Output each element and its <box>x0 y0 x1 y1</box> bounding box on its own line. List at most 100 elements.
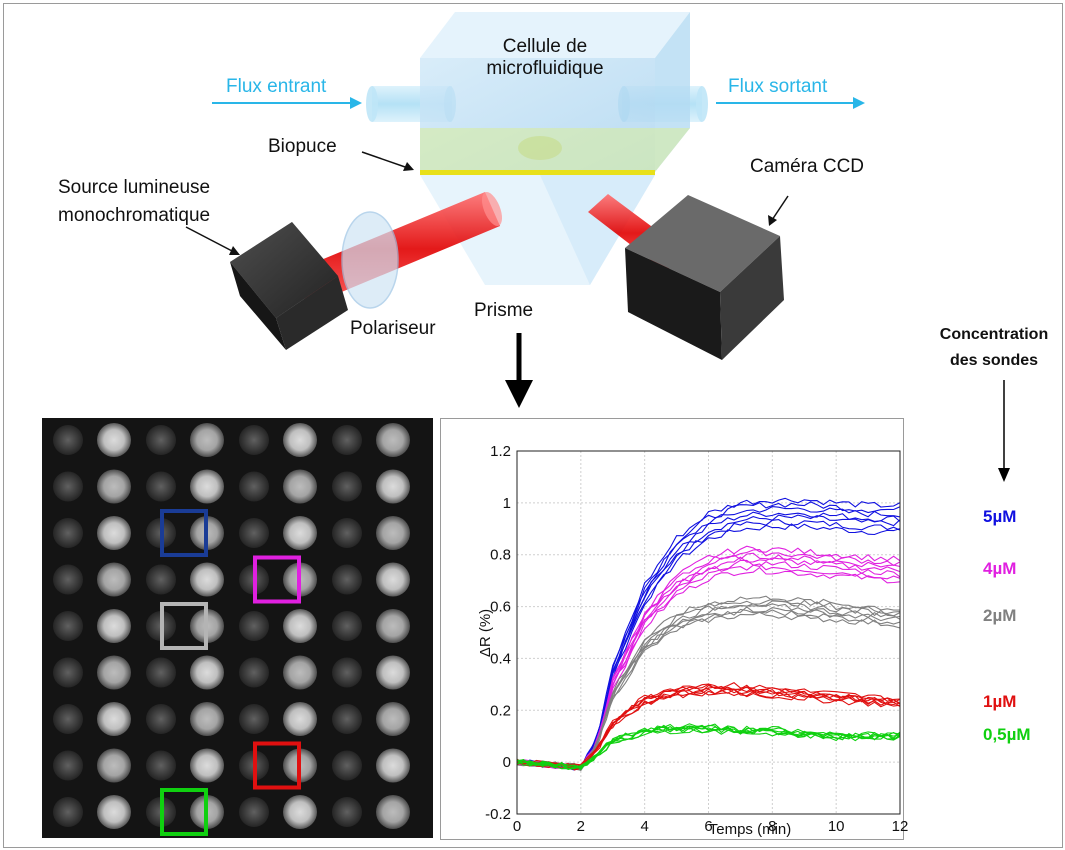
spr-setup-illustration <box>185 12 1010 482</box>
cell-label-line-2: microfluidique <box>486 58 604 79</box>
y-tick-label: 0.6 <box>490 599 511 616</box>
biochip-pointer-arrow <box>361 151 414 171</box>
microfluidic-cell <box>420 12 690 172</box>
cell-label-line-1: Cellule de <box>502 36 588 57</box>
array-spot <box>376 609 410 643</box>
x-tick-label: 10 <box>828 818 845 835</box>
array-spot <box>190 655 224 690</box>
spot-highlight-0.5uM <box>160 788 208 836</box>
array-spot <box>283 795 317 829</box>
y-tick-label: 0.8 <box>490 547 511 564</box>
array-spot <box>376 748 410 783</box>
flow-out-label: Flux sortant <box>728 76 828 97</box>
array-spot-dim <box>239 797 269 827</box>
concentration-header-line-2: des sondes <box>949 352 1039 369</box>
series-label-1µM: 1µM <box>983 691 1017 711</box>
array-spot <box>376 655 410 690</box>
x-tick-label: 4 <box>640 818 648 835</box>
array-spot <box>97 516 131 550</box>
x-tick-label: 8 <box>768 818 776 835</box>
y-tick-label: -0.2 <box>485 806 511 823</box>
series-0,5µM <box>516 723 901 771</box>
array-spot-dim <box>53 797 83 827</box>
array-spot <box>376 469 410 504</box>
x-tick-label: 2 <box>577 818 585 835</box>
y-axis-label: ΔR (%) <box>477 609 494 657</box>
array-spot <box>283 609 317 643</box>
array-spot <box>190 469 224 504</box>
flow-in-arrow <box>212 97 362 109</box>
array-spot-dim <box>146 471 176 502</box>
y-tick-label: 1.2 <box>490 443 511 460</box>
figure-border <box>3 3 1063 848</box>
concentration-header-line-1: Concentration <box>939 326 1049 343</box>
series-label-5µM: 5µM <box>983 507 1017 527</box>
array-spot-dim <box>239 425 269 455</box>
y-tick-label: 0.2 <box>490 702 511 719</box>
array-spot <box>283 702 317 736</box>
x-tick-label: 6 <box>704 818 712 835</box>
array-spot-dim <box>239 657 269 688</box>
array-spot-dim <box>53 611 83 641</box>
polarizer <box>341 211 399 309</box>
array-spot <box>97 655 131 690</box>
array-spot-dim <box>53 471 83 502</box>
y-tick-label: 1 <box>503 495 511 512</box>
array-spot <box>97 423 131 457</box>
flow-in-label: Flux entrant <box>226 76 327 97</box>
series-line <box>516 727 901 770</box>
camera-pointer-arrow <box>768 195 789 226</box>
array-spot-dim <box>332 564 362 595</box>
spot-highlight-5uM <box>160 509 208 557</box>
camera-label: Caméra CCD <box>750 156 865 177</box>
array-spot <box>283 655 317 690</box>
polarizer-label: Polariseur <box>350 318 436 339</box>
array-spot-dim <box>146 564 176 595</box>
array-spot-dim <box>53 564 83 595</box>
array-spot-dim <box>239 471 269 502</box>
array-spot <box>97 469 131 504</box>
array-spot <box>376 516 410 550</box>
array-spot-dim <box>53 704 83 734</box>
array-spot-dim <box>53 518 83 548</box>
microarray-image <box>42 418 433 838</box>
flow-out-arrow <box>716 97 865 109</box>
array-spot-dim <box>239 518 269 548</box>
concentration-header: Concentration des sondes <box>924 322 1064 374</box>
x-axis-label: Temps (min) <box>709 821 792 838</box>
array-spot <box>376 423 410 457</box>
array-spot <box>376 562 410 597</box>
prism-label: Prisme <box>474 300 534 321</box>
spot-highlight-1uM <box>253 741 301 790</box>
source-label: Source lumineuse monochromatique <box>58 174 210 230</box>
x-tick-label: 12 <box>892 818 909 835</box>
array-spot-dim <box>332 657 362 688</box>
array-spot <box>283 469 317 504</box>
array-spot <box>97 702 131 736</box>
array-spot <box>376 795 410 829</box>
light-source-cube <box>230 222 348 350</box>
array-spot <box>190 702 224 736</box>
array-spot-dim <box>239 704 269 734</box>
spot-highlight-2uM <box>160 602 208 650</box>
series-line <box>516 723 901 770</box>
array-spot <box>283 516 317 550</box>
array-spot-dim <box>146 657 176 688</box>
array-spot <box>97 795 131 829</box>
array-spot-dim <box>53 657 83 688</box>
source-label-line-2: monochromatique <box>58 205 211 226</box>
array-spot-dim <box>146 704 176 734</box>
series-line <box>516 723 901 771</box>
array-spot <box>283 423 317 457</box>
array-spot-dim <box>332 518 362 548</box>
array-spot-dim <box>53 750 83 781</box>
plot-area-border <box>516 450 901 815</box>
array-spot-dim <box>332 611 362 641</box>
y-tick-label: 0.4 <box>490 650 511 667</box>
source-label-line-1: Source lumineuse <box>58 177 211 198</box>
series-label-0,5µM: 0,5µM <box>983 725 1031 745</box>
array-spot <box>97 562 131 597</box>
ccd-camera-cube <box>625 195 784 360</box>
